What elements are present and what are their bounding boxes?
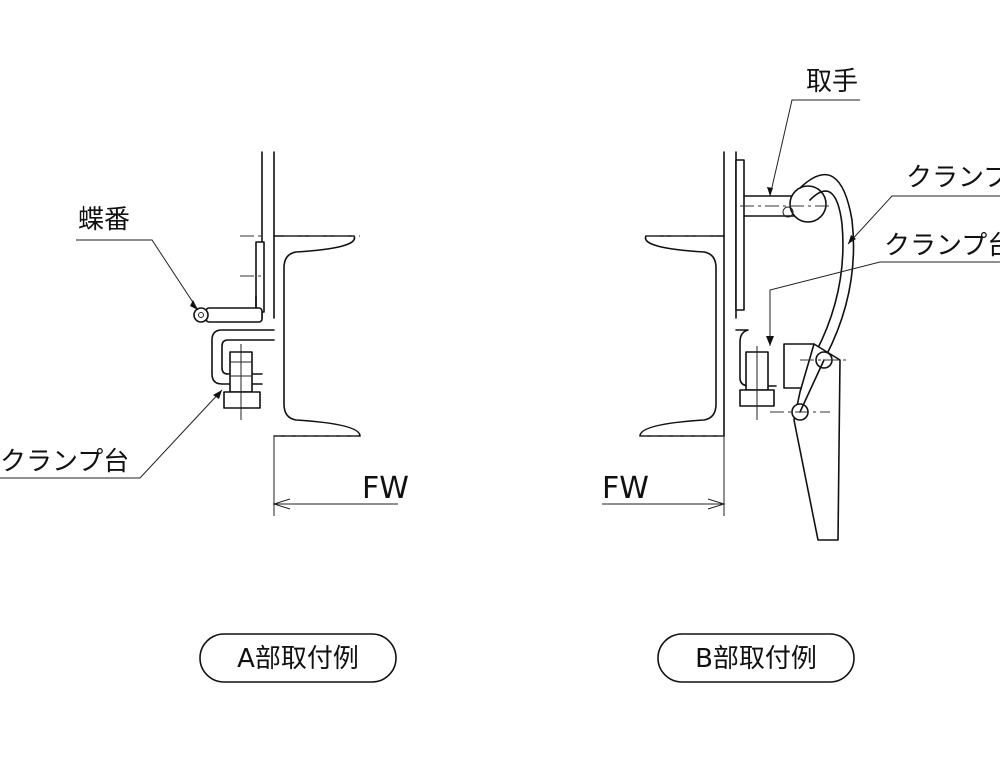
plate-a [255,151,275,319]
leader-handle-b [767,99,860,197]
caption-b-text: B部取付例 [695,644,817,674]
label-clamp-base-a: クランプ台 [0,447,129,477]
hinge-a [193,295,263,323]
leader-clamp-base-b [766,261,1000,346]
caption-a-text: A部取付例 [237,644,359,674]
plate-b [723,151,745,437]
fw-dimension-b [602,436,726,516]
leader-clamp-b [847,195,1000,245]
clamp-arm-b [799,173,855,357]
channel-beam-a [240,235,361,437]
leader-hinge-a [76,239,199,311]
label-clamp-base-b: クランプ台 [884,231,1000,261]
fw-dimension-a [272,436,398,516]
label-hinge: 蝶番 [78,205,130,235]
clamp-base-a [211,329,275,420]
detail-b [602,99,1000,541]
detail-a [0,151,398,516]
label-clamp: クランプ [906,163,1000,193]
clamp-base-b [735,329,850,541]
caption-b: B部取付例 [657,633,855,683]
label-handle: 取手 [806,67,858,97]
caption-a: A部取付例 [199,633,397,683]
label-fw-b: FW [602,471,649,506]
channel-beam-b [639,235,725,437]
handle-b [740,185,830,223]
label-fw-a: FW [362,471,409,506]
leader-clamp-base-a [0,389,223,479]
